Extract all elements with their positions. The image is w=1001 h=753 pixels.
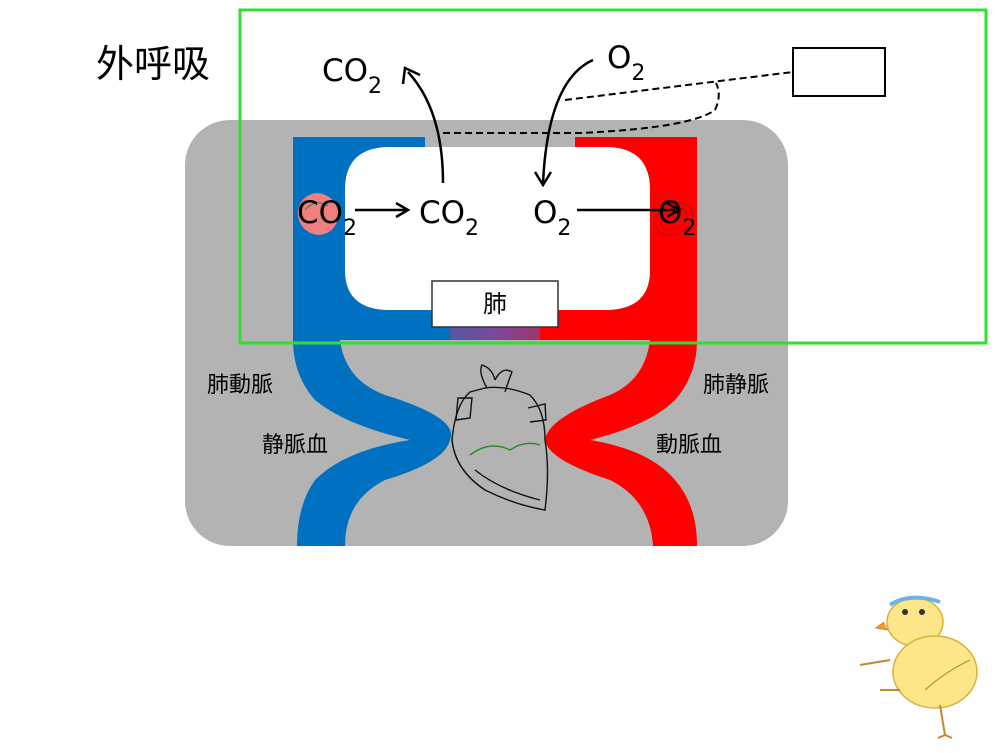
pulmonary-artery-label: 肺動脈 [207, 373, 273, 398]
page-title: 外呼吸 [96, 42, 210, 86]
pulmonary-vein-vessel [540, 137, 697, 546]
rbc-left [297, 193, 339, 235]
arterial-blood-label: 動脈血 [656, 433, 722, 458]
dashed-pointer [443, 71, 794, 134]
co2-cell-label: CO2 [297, 195, 357, 241]
empty-label-box [792, 47, 886, 97]
alveolus-space [345, 147, 650, 310]
venous-blood-label: 静脈血 [262, 433, 328, 458]
arrow-o2-inhale [541, 58, 594, 184]
pulmonary-vein-label: 肺静脈 [703, 373, 769, 398]
rbc-right [654, 202, 694, 236]
co2-alveolus-label: CO2 [419, 195, 479, 241]
arrows [355, 58, 675, 212]
arrowheads [395, 66, 682, 219]
o2-alveolus-label: O2 [533, 195, 571, 241]
pulmonary-artery-vessel [293, 137, 452, 546]
rbc-left-scribble [304, 202, 329, 211]
chick-doodle [859, 595, 978, 739]
external-respiration-frame [238, 8, 988, 345]
heart-sketch [451, 364, 549, 511]
arrow-co2-exhale [407, 71, 445, 184]
o2-top-label: O2 [607, 40, 645, 86]
co2-top-label: CO2 [322, 53, 382, 99]
lung-label: 肺 [483, 290, 507, 318]
o2-cell-label: O2 [658, 195, 696, 241]
lung-label-box [431, 280, 559, 328]
